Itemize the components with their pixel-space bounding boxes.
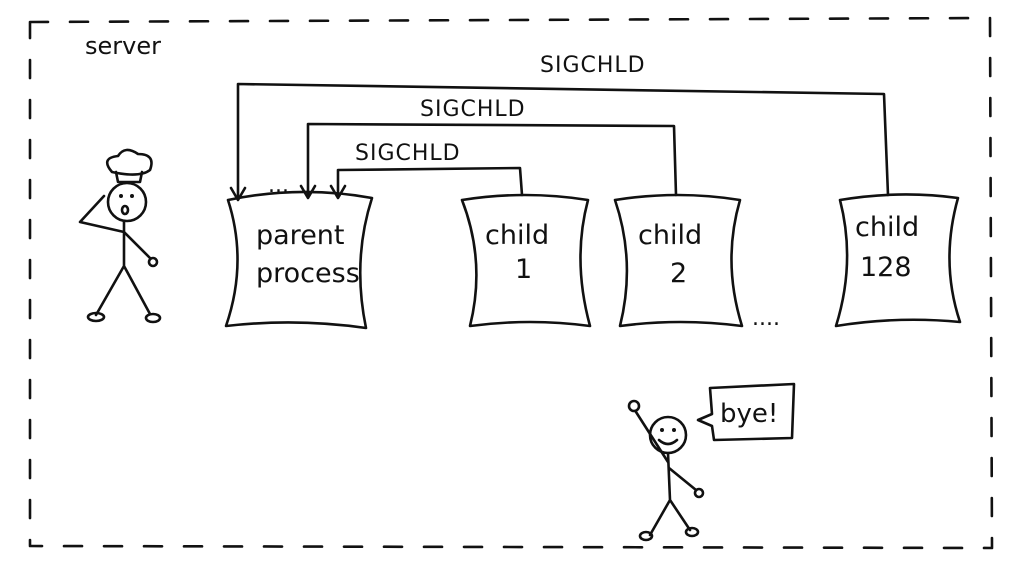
child-1-label-line1: child [485, 220, 549, 251]
chef-hat-icon [105, 148, 153, 176]
speech-bubble-text: bye! [720, 399, 778, 429]
server-label: server [85, 32, 161, 60]
parent-process-label-line2: process [256, 258, 360, 289]
sigchld-label-1: SIGCHLD [540, 53, 646, 78]
child-2-box: child 2 [613, 193, 744, 328]
server-boundary [28, 16, 994, 550]
parent-process-box: parent process [224, 190, 374, 330]
child-2-label-line2: 2 [670, 258, 687, 289]
waving-stick-figure [627, 399, 705, 542]
child-128-label-line2: 128 [860, 252, 912, 283]
sigchld-arrow-child128 [229, 82, 890, 202]
sigchld-arrow-child2 [299, 122, 678, 200]
child-128-box: child 128 [834, 193, 962, 328]
speech-bubble: bye! [696, 382, 796, 442]
chef-stick-figure [78, 148, 162, 324]
child-1-label-line2: 1 [515, 254, 532, 285]
children-ellipsis: .... [752, 306, 780, 331]
parent-process-label-line1: parent [256, 220, 345, 251]
sigchld-arrow-child1 [329, 166, 524, 200]
child-2-label-line1: child [638, 220, 702, 251]
sigchld-label-3: SIGCHLD [355, 141, 461, 166]
sigchld-label-2: SIGCHLD [420, 97, 526, 122]
child-128-label-line1: child [855, 212, 919, 243]
child-1-box: child 1 [460, 193, 592, 328]
